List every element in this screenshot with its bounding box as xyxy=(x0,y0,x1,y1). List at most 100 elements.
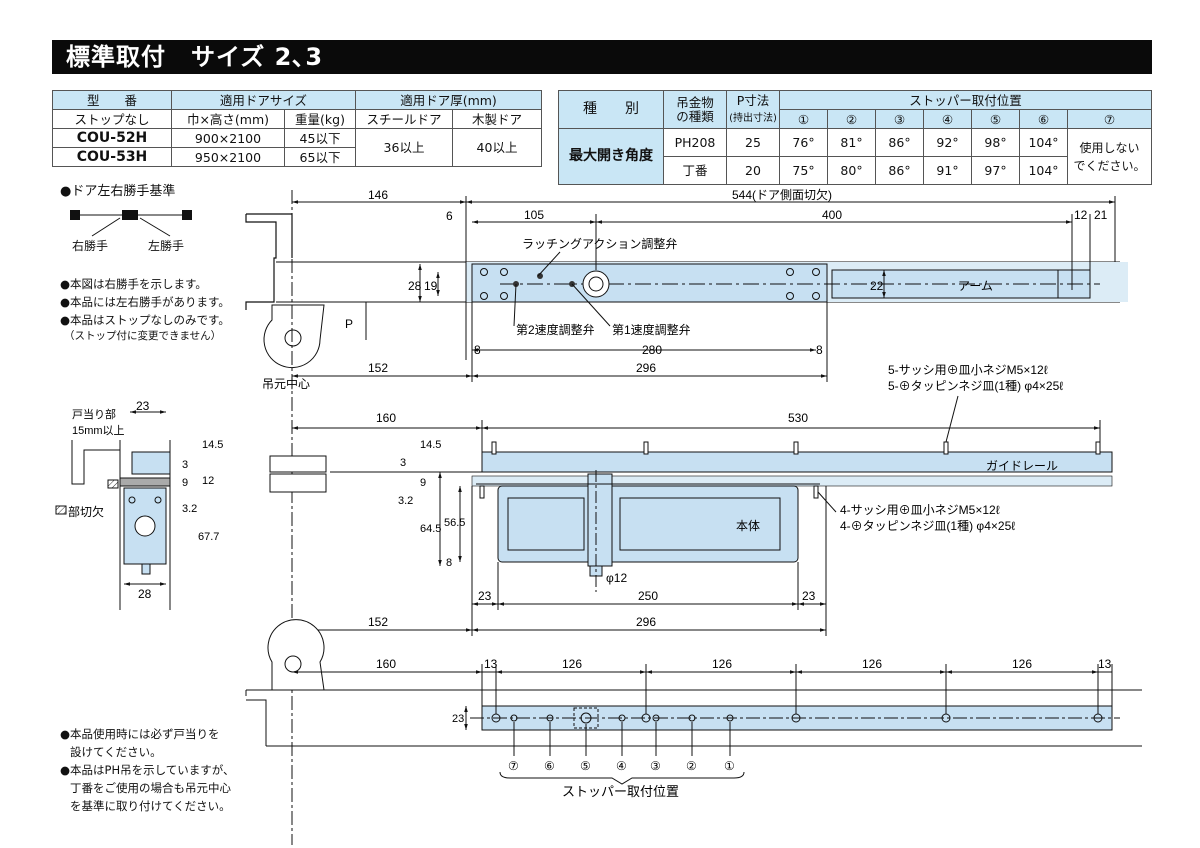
pos7-note-2: でください。 xyxy=(1073,158,1146,173)
sec-dim-12: 12 xyxy=(202,475,214,487)
dim-p: P xyxy=(345,317,353,331)
body-label: 本体 xyxy=(736,519,760,533)
stop-pos-1: ① xyxy=(724,759,735,773)
bot-dim-126: 126 xyxy=(562,657,582,671)
sec-dim-23: 23 xyxy=(136,399,150,413)
dim-105: 105 xyxy=(524,208,544,222)
stop-pos-2: ② xyxy=(686,759,697,773)
dim-28: 28 xyxy=(408,279,422,293)
bot-dim-23: 23 xyxy=(452,713,464,725)
door-hand-diagram xyxy=(70,210,192,237)
speed1-label: 第1速度調整弁 xyxy=(612,322,691,337)
angle-cell: 104° xyxy=(1019,128,1068,157)
cutout-label: 部切欠 xyxy=(68,504,104,519)
hinge-center-label: 吊元中心 xyxy=(262,376,310,391)
section-view xyxy=(55,410,171,610)
angle-cell: 97° xyxy=(971,156,1020,185)
side-dim-250: 250 xyxy=(638,589,658,603)
phi12-label: φ12 xyxy=(606,571,627,585)
dim-8a: 8 xyxy=(474,343,481,357)
note-3: ●本品はストップなしのみです。 xyxy=(60,313,230,327)
stop-pos-4: ④ xyxy=(616,759,627,773)
door-hand-heading: ●ドア左右勝手基準 xyxy=(60,184,176,199)
dim-280: 280 xyxy=(642,343,662,357)
sec-dim-28: 28 xyxy=(138,587,152,601)
screw-note-2: 5-⊕タッピンネジ皿(1種) φ4×25ℓ xyxy=(888,379,1063,393)
bottom-note-3: ●本品はPH吊を示していますが、 xyxy=(60,763,235,777)
p-cell: 20 xyxy=(726,156,780,185)
side-dim-530: 530 xyxy=(788,411,808,425)
speed2-label: 第2速度調整弁 xyxy=(516,322,595,337)
dim-6: 6 xyxy=(446,209,453,223)
side-dim-23b: 23 xyxy=(802,589,816,603)
stop-pos-5: ⑤ xyxy=(580,759,591,773)
side-view xyxy=(269,441,1113,592)
col-stopper: ストッパー取付位置 xyxy=(779,90,1152,110)
left-hand-label: 左勝手 xyxy=(148,239,185,253)
angle-cell: 86° xyxy=(875,156,924,185)
col-door-thickness: 適用ドア厚(mm) xyxy=(355,90,542,110)
dim-22: 22 xyxy=(870,279,884,293)
bot-dim-13b: 13 xyxy=(1098,657,1112,671)
side-dim-3: 3 xyxy=(400,457,406,469)
side-dim-160: 160 xyxy=(376,411,396,425)
pos7-note-1: 使用しない xyxy=(1079,140,1140,155)
model-spec-table: 型 番 適用ドアサイズ 適用ドア厚(mm) ストップなし 巾×高さ(mm) 重量… xyxy=(52,90,542,167)
size-cell: 950×2100 xyxy=(171,147,285,167)
dim-8b: 8 xyxy=(816,343,823,357)
dim-400: 400 xyxy=(822,208,842,222)
stopper-angle-table: 種 別 吊金物 の種類 P寸法 ストッパー取付位置 (持出寸法) ① ② ③ ④… xyxy=(558,90,1152,185)
dim-544: 544(ドア側面切欠) xyxy=(732,187,832,202)
side-dim-labels: 160 530 14.5 3 9 3.2 64.5 56.5 8 ガイドレール … xyxy=(368,411,1058,629)
side-dimensions xyxy=(292,395,1101,636)
bot-dim-160: 160 xyxy=(376,657,396,671)
angle-cell: 75° xyxy=(779,156,828,185)
note-2: ●本品には左右勝手があります。 xyxy=(60,295,230,309)
dim-12: 12 xyxy=(1074,208,1088,222)
stop-label-1: 戸当り部 xyxy=(72,407,116,421)
top-dimensions xyxy=(292,196,1116,382)
col-hardware-line2: の種類 xyxy=(676,108,714,124)
stop-pos-7: ⑦ xyxy=(508,759,519,773)
weight-cell: 65以下 xyxy=(284,147,356,167)
side-dim-56-5: 56.5 xyxy=(444,517,465,529)
dim-146: 146 xyxy=(368,188,388,202)
dim-21: 21 xyxy=(1094,208,1108,222)
sub-size: 巾×高さ(mm) xyxy=(171,109,285,129)
angle-cell: 104° xyxy=(1019,156,1068,185)
angle-cell: 76° xyxy=(779,128,828,157)
note-1: ●本図は右勝手を示します。 xyxy=(60,277,207,291)
side-dim-296: 296 xyxy=(636,615,656,629)
page-title: 標準取付 サイズ 2､3 xyxy=(52,40,1152,74)
stop-label-2: 15mm以上 xyxy=(72,424,125,437)
latch-valve-label: ラッチングアクション調整弁 xyxy=(522,236,677,251)
section-labels: 戸当り部 15mm以上 23 14.5 3 9 12 3.2 67.7 28 部… xyxy=(68,399,223,601)
side-screw-note-1: 4-サッシ用⊕皿小ネジM5×12ℓ xyxy=(840,503,1000,517)
note-4: （ストップ付に変更できません） xyxy=(64,330,222,342)
wood-cell: 40以上 xyxy=(452,128,542,167)
side-dim-3-2: 3.2 xyxy=(398,495,413,507)
screw-note-1: 5-サッシ用⊕皿小ネジM5×12ℓ xyxy=(888,363,1048,377)
dim-19: 19 xyxy=(424,279,438,293)
sec-dim-9: 9 xyxy=(182,477,188,489)
bottom-view xyxy=(245,619,1142,785)
dim-152: 152 xyxy=(368,361,388,375)
bot-dim-126: 126 xyxy=(712,657,732,671)
sec-dim-3-2: 3.2 xyxy=(182,503,197,515)
dim-296: 296 xyxy=(636,361,656,375)
steel-cell: 36以上 xyxy=(355,128,453,167)
bottom-note-4: 丁番をご使用の場合も吊元中心 xyxy=(70,781,231,795)
sec-dim-3: 3 xyxy=(182,459,188,471)
arm-label: アーム xyxy=(958,279,993,293)
bottom-note-1: ●本品使用時には必ず戸当りを xyxy=(60,727,220,741)
weight-cell: 45以下 xyxy=(284,128,356,148)
angle-cell: 92° xyxy=(923,128,972,157)
sub-weight: 重量(kg) xyxy=(284,109,356,129)
guide-rail-label: ガイドレール xyxy=(986,459,1058,473)
top-view xyxy=(245,190,1128,845)
bottom-note-5: を基準に取り付けてください。 xyxy=(70,799,231,813)
model-cell: COU-53H xyxy=(52,147,172,167)
sec-dim-14-5: 14.5 xyxy=(202,439,223,451)
bot-dim-126: 126 xyxy=(1012,657,1032,671)
stop-pos-6: ⑥ xyxy=(544,759,555,773)
